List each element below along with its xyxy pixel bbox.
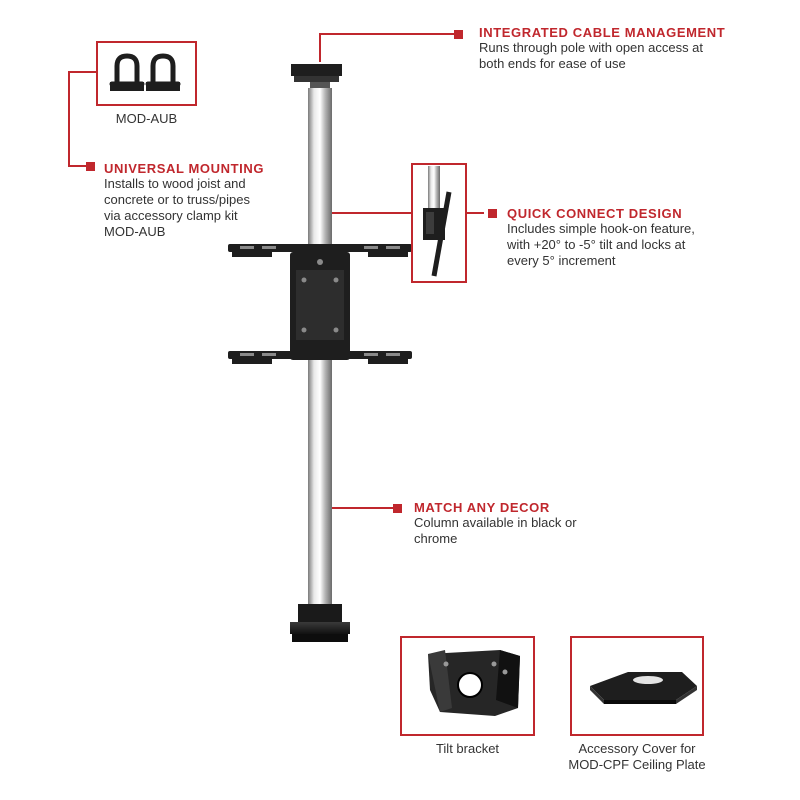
callout-description: Includes simple hook-on feature, with +2… (507, 221, 695, 268)
callout-match-decor: MATCH ANY DECOR Column available in blac… (414, 500, 577, 547)
marker-cable (454, 30, 463, 39)
callout-description: Column available in black or chrome (414, 515, 577, 546)
callout-quick-connect: QUICK CONNECT DESIGN Includes simple hoo… (507, 206, 695, 269)
leader-mounting (68, 71, 96, 167)
marker-mounting (86, 162, 95, 171)
callout-universal-mounting: UNIVERSAL MOUNTING Installs to wood jois… (104, 161, 264, 240)
floor-base (290, 604, 350, 642)
callout-title: QUICK CONNECT DESIGN (507, 206, 683, 221)
callout-description: Runs through pole with open access at bo… (479, 40, 704, 71)
leader-quick-box (324, 212, 413, 246)
marker-quick (488, 209, 497, 218)
callout-cable-management: INTEGRATED CABLE MANAGEMENT Runs through… (479, 25, 725, 72)
quick-connect-inset (411, 163, 467, 283)
tilt-bracket-icon (428, 650, 520, 716)
caption-accessory-cover: Accessory Cover for MOD-CPF Ceiling Plat… (568, 741, 706, 772)
accessory-cover-inset (570, 636, 704, 736)
caption-mod-aub: MOD-AUB (115, 111, 178, 126)
caption-tilt-bracket: Tilt bracket (435, 741, 500, 756)
marker-decor (393, 504, 402, 513)
callout-description: Installs to wood joist and concrete or t… (104, 176, 250, 239)
callout-title: MATCH ANY DECOR (414, 500, 550, 515)
leader-cable (319, 33, 454, 62)
callout-title: INTEGRATED CABLE MANAGEMENT (479, 25, 726, 40)
tilt-bracket-inset (400, 636, 535, 736)
clamp-inset (96, 41, 197, 106)
callout-title: UNIVERSAL MOUNTING (104, 161, 265, 176)
accessory-cover-icon (590, 672, 697, 704)
tv-mount-bracket (228, 244, 412, 364)
